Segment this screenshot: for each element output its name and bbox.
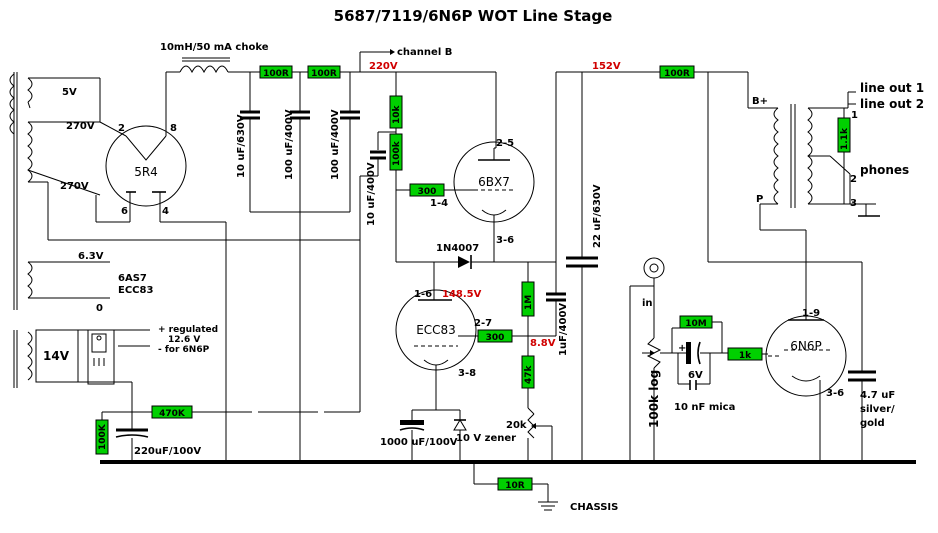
plus-sign: + bbox=[678, 343, 686, 354]
label-cap-22uf: 22 uF/630V bbox=[592, 184, 603, 248]
label-line-out-1: line out 1 bbox=[860, 81, 924, 95]
label-12-6v: 12.6 V bbox=[168, 335, 200, 345]
resistor-300-a-label: 300 bbox=[418, 187, 437, 197]
tube-6n6p-label: 6N6P bbox=[790, 339, 821, 353]
pin-8: 8 bbox=[170, 123, 177, 134]
resistor-100k-label: 100k bbox=[392, 140, 402, 166]
label-gold: gold bbox=[860, 418, 885, 429]
label-channel-b: channel B bbox=[397, 47, 452, 58]
label-1000uf: 1000 uF/100V bbox=[380, 437, 458, 448]
cap-6v-plate bbox=[686, 342, 691, 364]
label-100k-log: 100k log bbox=[647, 370, 661, 428]
pin-1-9: 1-9 bbox=[802, 308, 820, 319]
label-b-plus: B+ bbox=[752, 96, 768, 107]
pin-2: 2 bbox=[118, 123, 125, 134]
label-270v-a: 270V bbox=[66, 121, 95, 132]
resistor-1-1k bbox=[837, 117, 851, 153]
resistor-100r-c-label: 100R bbox=[664, 69, 690, 79]
resistor-100k-b bbox=[95, 419, 109, 455]
resistor-100r-b-label: 100R bbox=[311, 69, 337, 79]
label-20k: 20k bbox=[506, 420, 527, 431]
resistor-10k-label: 10k bbox=[392, 104, 402, 124]
pin-2-5: 2-5 bbox=[496, 138, 514, 149]
diagram-title: 5687/7119/6N6P WOT Line Stage bbox=[334, 7, 613, 25]
label-p: P bbox=[756, 194, 763, 205]
label-zero: 0 bbox=[96, 303, 103, 314]
pin-3-8: 3-8 bbox=[458, 368, 476, 379]
tube-6n6p bbox=[765, 290, 847, 462]
tube-ecc83 bbox=[395, 262, 477, 375]
filter-caps bbox=[225, 72, 360, 462]
label-270v-b: 270V bbox=[60, 181, 89, 192]
resistor-1m-label: 1M bbox=[524, 295, 534, 310]
resistor-47k-label: 47k bbox=[524, 364, 534, 384]
label-chassis: CHASSIS bbox=[570, 502, 618, 513]
resistor-10m-label: 10M bbox=[685, 319, 707, 329]
label-ecc83-heater: ECC83 bbox=[118, 285, 153, 296]
resistor-300-b-label: 300 bbox=[486, 333, 505, 343]
label-cap-100uf-a: 100 uF/400V bbox=[284, 109, 295, 180]
resistor-1-1k-label: 1.1k bbox=[840, 127, 850, 150]
resistor-10r-label: 10R bbox=[505, 481, 525, 491]
label-regulated: + regulated bbox=[158, 325, 218, 335]
pin-4: 4 bbox=[162, 206, 169, 217]
tube-6bx7 bbox=[453, 72, 535, 262]
resistor-470k-label: 470K bbox=[159, 409, 186, 419]
label-5v: 5V bbox=[62, 87, 77, 98]
pin-6: 6 bbox=[121, 206, 128, 217]
label-cap-1uf: 1uF/400V bbox=[558, 303, 569, 356]
label-silver: silver/ bbox=[860, 404, 895, 415]
label-in: in bbox=[642, 298, 653, 309]
label-220v: 220V bbox=[369, 61, 398, 72]
tube-5r4 bbox=[95, 71, 226, 223]
label-1n4007: 1N4007 bbox=[436, 243, 479, 254]
choke bbox=[179, 57, 230, 74]
label-zener: 10 V zener bbox=[456, 433, 516, 444]
label-for-6n6p: - for 6N6P bbox=[158, 345, 210, 355]
pin-2-7: 2-7 bbox=[474, 318, 492, 329]
pin-3-6-a: 3-6 bbox=[496, 235, 514, 246]
tube-6bx7-label: 6BX7 bbox=[478, 175, 510, 189]
label-148-5v: 148.5V bbox=[442, 289, 482, 300]
tube-5r4-label: 5R4 bbox=[134, 165, 158, 179]
label-out-1: 1 bbox=[851, 110, 858, 121]
label-6v: 6V bbox=[688, 370, 703, 381]
label-14v: 14V bbox=[43, 349, 70, 363]
label-cap-4-7uf: 4.7 uF bbox=[860, 390, 895, 401]
cap-1000uf bbox=[400, 420, 424, 425]
label-mica: 10 nF mica bbox=[674, 402, 735, 413]
power-transformer bbox=[9, 72, 360, 388]
label-cap-220uf: 220uF/100V bbox=[134, 446, 201, 457]
label-152v: 152V bbox=[592, 61, 621, 72]
pin-3-6-b: 3-6 bbox=[826, 388, 844, 399]
pin-1-4: 1-4 bbox=[430, 198, 448, 209]
tube-ecc83-label: ECC83 bbox=[416, 323, 456, 337]
label-phones: phones bbox=[860, 163, 909, 177]
resistor-100k-b-label: 100K bbox=[98, 423, 108, 450]
label-6as7: 6AS7 bbox=[118, 273, 147, 284]
label-cap-10uf-630: 10 uF/630V bbox=[236, 114, 247, 178]
label-cap-100uf-b: 100 uF/400V bbox=[330, 109, 341, 180]
output-transformer bbox=[747, 72, 880, 290]
pin-1-6: 1-6 bbox=[414, 289, 432, 300]
label-8-8v: 8.8V bbox=[530, 338, 556, 349]
label-out-3: 3 bbox=[850, 198, 857, 209]
label-choke: 10mH/50 mA choke bbox=[160, 42, 269, 53]
resistor-100r-a-label: 100R bbox=[263, 69, 289, 79]
label-out-2: 2 bbox=[850, 174, 857, 185]
label-6-3v: 6.3V bbox=[78, 251, 104, 262]
resistor-1k-label: 1k bbox=[739, 351, 752, 361]
input-jack bbox=[630, 257, 665, 287]
label-line-out-2: line out 2 bbox=[860, 97, 924, 111]
label-cap-10uf-400: 10 uF/400V bbox=[366, 162, 377, 226]
